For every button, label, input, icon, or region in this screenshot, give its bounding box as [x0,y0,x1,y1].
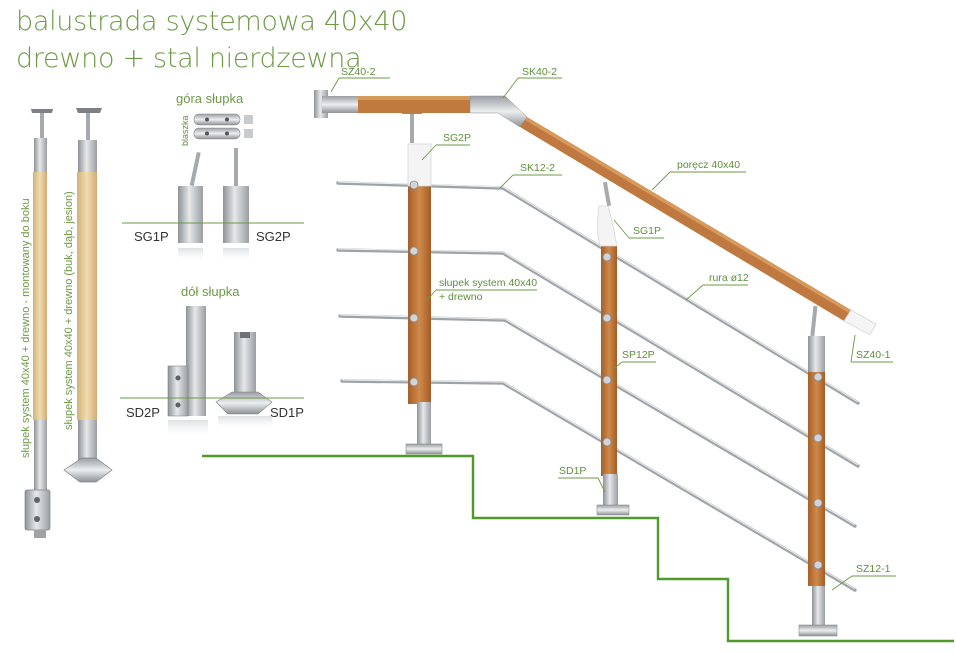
handrail [314,90,877,336]
plate-fittings [193,113,253,140]
steel-fitting-icon [314,90,358,118]
steel-fitting-icon [167,306,206,417]
steel-fitting-icon [63,108,113,483]
callout-sk12-2: SK12-2 [520,162,555,174]
sg2p-label: SG2P [256,229,291,244]
callout-sg1p: SG1P [633,225,661,237]
rail-tube-icon [336,181,860,592]
steel-fitting-icon [469,95,528,128]
wood-post-icon [808,370,825,586]
sd1p-fitting [215,332,273,415]
steel-fitting-icon [223,148,249,243]
steel-fitting-icon [215,332,273,415]
sg1p-label: SG1P [134,229,169,244]
callout-post: słupek system 40x40 [439,277,537,289]
wood-post-icon [520,117,851,321]
steel-fitting-icon [178,151,203,243]
sg1p-fitting [178,151,203,243]
standard-post [63,108,113,483]
wood-post-icon [358,96,470,113]
side-mount-post [24,109,53,538]
callout-sz40-2: SZ40-2 [341,66,376,78]
wood-post-icon [601,246,617,476]
callout-sk40-2: SK40-2 [522,66,557,78]
callout-sp12p: SP12P [622,349,655,361]
side-mount-post-label: słupek system 40x40 + drewno - montowany… [20,198,32,458]
callout-sz12-1: SZ12-1 [856,563,891,575]
steel-fitting-icon [798,305,838,637]
callout-tube: rura ø12 [709,272,749,284]
top-section-heading: góra słupka [176,91,244,106]
steel-fitting-icon [24,109,53,538]
bottom-section-heading: dół słupka [181,284,240,299]
stair-outline-icon [202,454,954,643]
wood-post-icon [77,172,97,420]
wood-post-icon [408,186,431,404]
post-right [798,305,838,637]
steel-fitting-icon [402,110,443,455]
sd2p-fitting [167,306,206,417]
sd2p-label: SD2P [126,405,160,420]
callout-sd1p: SD1P [559,465,586,477]
callout-handrail: poręcz 40x40 [677,159,740,171]
callout-sz40-1: SZ40-1 [856,349,891,361]
standard-post-label: słupek system 40x40 + drewno (buk, dąb, … [63,191,75,430]
sd1p-label: SD1P [270,405,304,420]
callout-post-line2: + drewno [439,291,483,303]
title-line-2: drewno + stal nierdzewna [16,43,362,74]
sg2p-fitting [223,148,249,243]
post-left [402,110,443,455]
post-middle [596,181,630,516]
steel-fitting-icon [596,181,630,516]
callout-sg2p: SG2P [443,132,471,144]
steel-fitting-icon [843,309,877,336]
title-line-1: balustrada systemowa 40x40 [16,6,408,37]
plate-label: blaszka [180,115,190,146]
wood-post-icon [33,172,47,420]
